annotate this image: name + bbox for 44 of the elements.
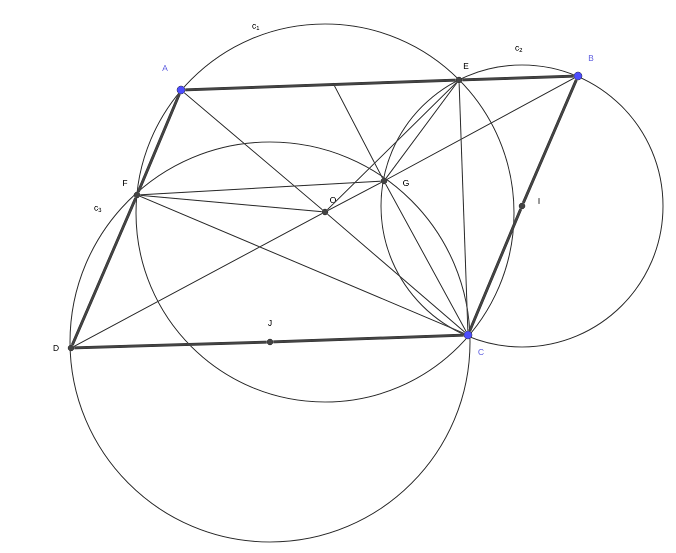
line-segment (328, 182, 382, 211)
node-label: B (588, 55, 594, 61)
node-label: D (54, 345, 59, 351)
line-segment (386, 82, 458, 179)
node-label: A (162, 65, 168, 71)
line-segment (468, 208, 522, 332)
line-segment (327, 214, 466, 333)
point: E (456, 63, 468, 84)
line-segment (458, 83, 468, 331)
node-label: O (330, 197, 336, 203)
point: F (123, 180, 140, 198)
line-segment (184, 92, 323, 210)
line-segment (185, 78, 456, 92)
node-label: J (268, 320, 272, 326)
line-segment (522, 79, 578, 204)
node-label: G (403, 180, 409, 186)
line-segment (140, 196, 464, 334)
line-segment (140, 180, 381, 196)
line-segment (136, 93, 181, 193)
point: J (266, 320, 274, 346)
point: B (574, 55, 594, 80)
line-segment (140, 194, 322, 212)
node-label: C (478, 349, 484, 355)
point: G (380, 178, 409, 186)
point: C (464, 330, 484, 355)
node-label: E (464, 63, 468, 69)
node-label: F (123, 180, 128, 186)
line-segment (462, 74, 574, 82)
point: O (322, 197, 336, 216)
line-segment (74, 213, 322, 347)
line-segment (74, 340, 267, 350)
node-label: I (538, 198, 540, 204)
line-segment (385, 184, 466, 332)
point: I (518, 198, 540, 210)
point: A (162, 65, 186, 94)
circle-label: c$_{1}$ (252, 24, 260, 30)
point: D (54, 344, 74, 352)
line-segment (332, 82, 383, 178)
line-segment (326, 82, 458, 210)
circle-label: c$_{2}$ (515, 46, 522, 52)
line-segment (386, 78, 575, 180)
line-segment (70, 197, 138, 346)
line-segment (273, 334, 464, 344)
circle-label: c$_{3}$ (94, 206, 102, 212)
